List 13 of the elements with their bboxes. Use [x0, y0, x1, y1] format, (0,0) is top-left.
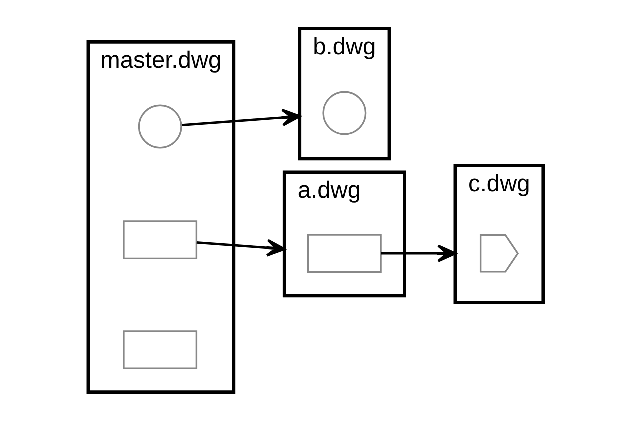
arrow [182, 108, 301, 127]
cluster: b.dwg [298, 27, 391, 161]
arrow [380, 244, 456, 262]
cluster: a.dwg [282, 170, 406, 298]
node-circle [138, 104, 182, 149]
cluster: c.dwg [453, 164, 545, 304]
node-circle [322, 91, 366, 136]
arrow [196, 239, 286, 257]
cluster: master.dwg [86, 40, 236, 394]
node-box [122, 330, 198, 370]
node-box [122, 220, 198, 260]
node-semicircle [479, 234, 519, 273]
node-box [306, 234, 382, 274]
